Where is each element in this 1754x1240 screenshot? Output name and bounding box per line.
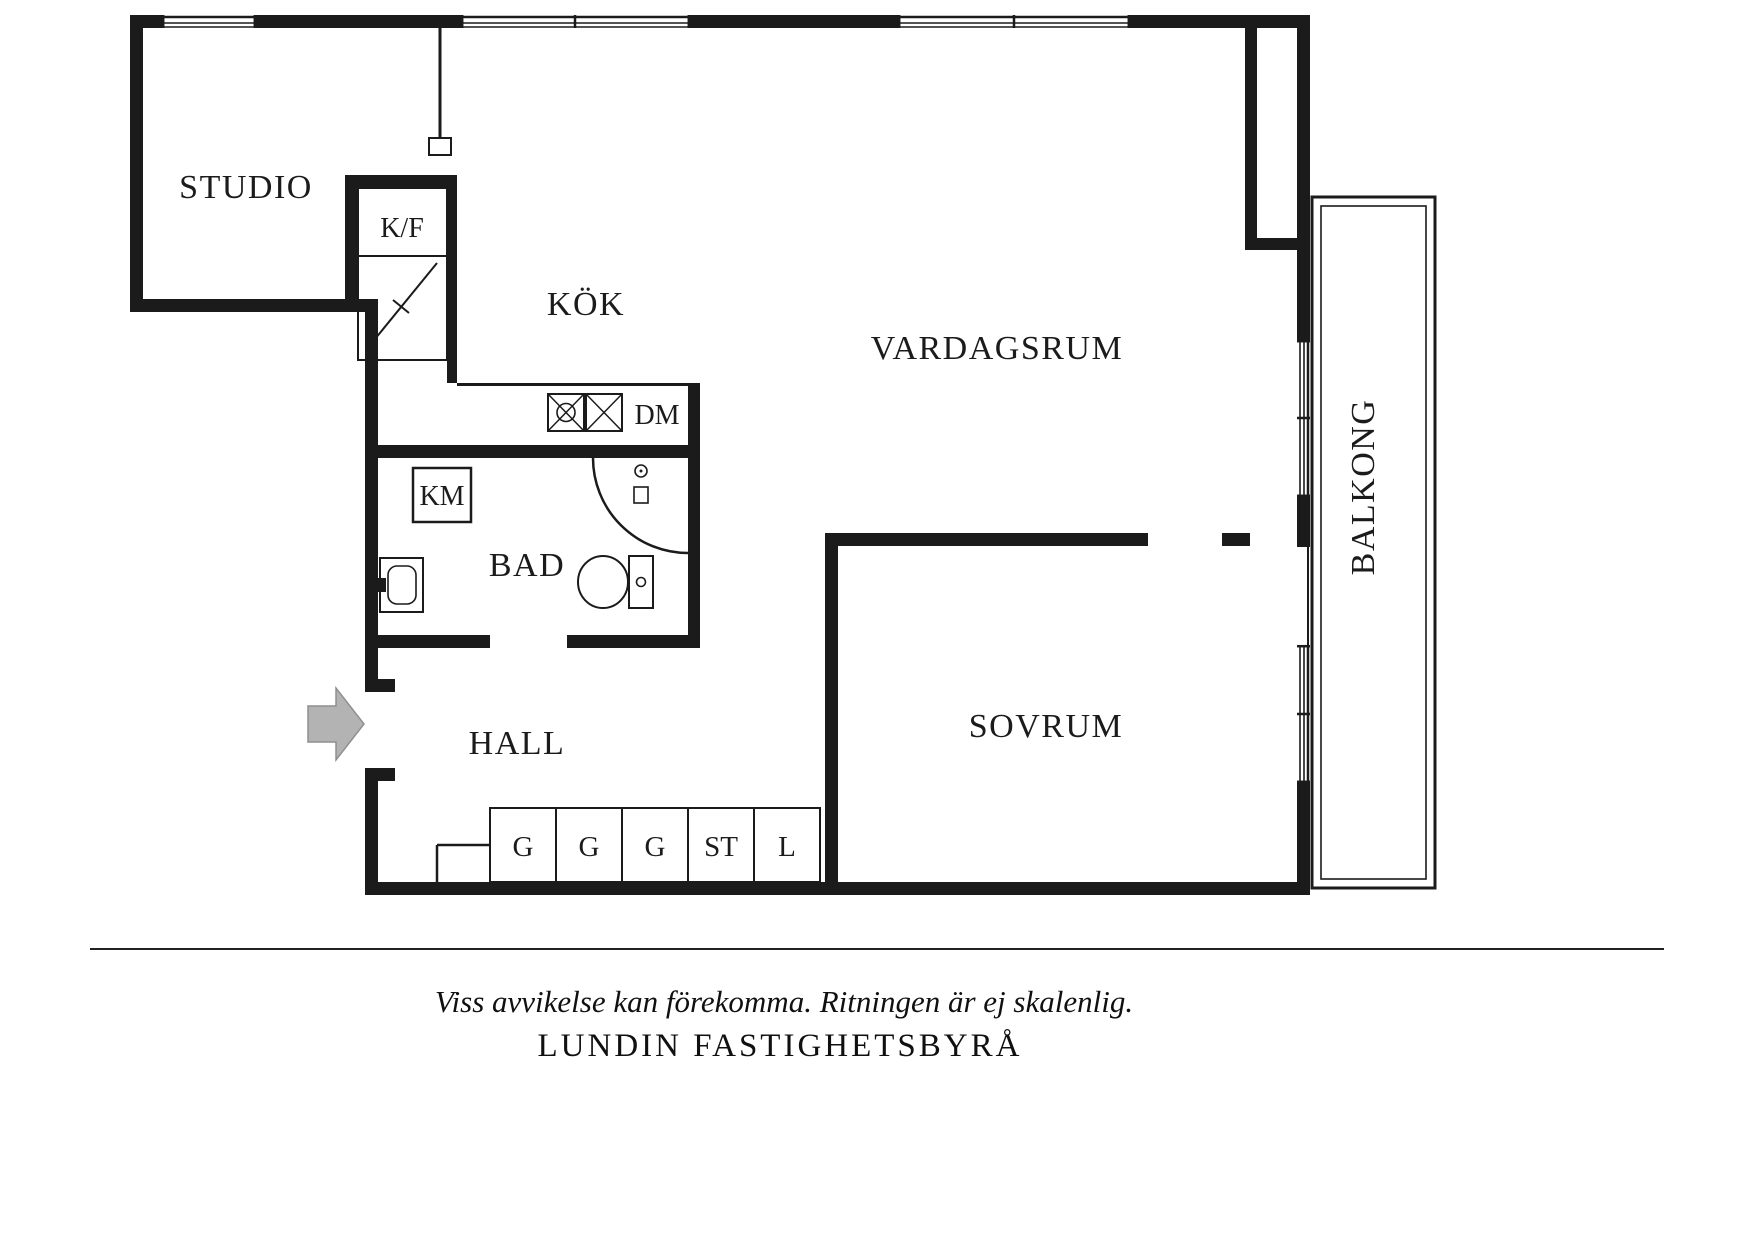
divider-pillar: [428, 137, 452, 156]
label-bathroom: BAD: [489, 547, 565, 584]
label-studio: STUDIO: [179, 169, 313, 206]
wall-sovrum-top: [825, 533, 1148, 546]
wall-right-mid: [1297, 497, 1310, 547]
wall-bath-bottom-left: [378, 635, 490, 648]
window-livingroom-east: [1297, 339, 1310, 498]
toilet-tank: [628, 555, 654, 609]
pantry-tick: [392, 299, 410, 314]
bath-sink-basin: [387, 565, 417, 605]
footer-agency: LUNDIN FASTIGHETSBYRÅ: [538, 1027, 1023, 1064]
bathroom-fixtures: [378, 457, 689, 613]
label-fridge-freezer: K/F: [380, 213, 424, 244]
footer: Viss avvikelse kan förekomma. Ritningen …: [90, 948, 1664, 1064]
label-bedroom: SOVRUM: [969, 708, 1123, 745]
wall-left-studio: [130, 15, 143, 312]
sink-symbol: [547, 393, 585, 432]
wall-left-main-lower: [365, 768, 378, 895]
dishwasher-symbol: [585, 393, 623, 432]
label-wardrobe-2: G: [579, 831, 600, 863]
wall-kf-top: [345, 175, 457, 188]
label-kitchen: KÖK: [547, 286, 625, 323]
label-wardrobe-4: ST: [704, 831, 738, 863]
outer-walls: [130, 15, 1310, 895]
shower-drain: [634, 464, 648, 478]
wall-bath-bottom-right: [567, 635, 700, 648]
entry-arrow: [307, 685, 365, 763]
partition-lines: [357, 28, 688, 882]
wall-jog-horizontal: [1245, 238, 1297, 250]
label-wardrobe-3: G: [645, 831, 666, 863]
entry-door-stub-top: [365, 679, 395, 692]
wardrobe-box-5: [753, 807, 821, 883]
wall-sovrum-left: [825, 533, 838, 895]
wardrobes: [489, 807, 821, 883]
toilet-bowl: [577, 555, 629, 609]
label-hall: HALL: [469, 725, 566, 762]
window-livingroom-top: [897, 15, 1131, 28]
pantry-cabinet-box: [357, 255, 448, 361]
wall-studio-bottom: [130, 299, 378, 312]
wall-top-c: [690, 15, 898, 28]
window-kitchen: [460, 15, 691, 28]
shower-symbol: [591, 457, 689, 555]
wall-right-upper: [1297, 15, 1310, 340]
wall-sovrum-door-stub: [1222, 533, 1250, 546]
wall-right-lower: [1297, 783, 1310, 895]
wall-kf-left: [345, 188, 358, 299]
balcony: [1310, 195, 1437, 890]
balcony-inner-rail: [1320, 205, 1427, 880]
interior-walls: [345, 175, 1250, 895]
footer-disclaimer: Viss avvikelse kan förekomma. Ritningen …: [435, 984, 1133, 1019]
wall-jog-vertical: [1245, 28, 1257, 250]
window-bedroom-east: [1297, 644, 1310, 784]
window-studio: [161, 15, 257, 28]
sink-bowl: [556, 402, 576, 423]
shower-mixer: [633, 486, 649, 504]
label-livingroom: VARDAGSRUM: [871, 330, 1123, 367]
label-washing-machine: KM: [419, 481, 464, 512]
label-balcony: BALKONG: [1345, 399, 1382, 576]
windows: [161, 15, 1310, 784]
label-wardrobe-5: L: [778, 831, 796, 863]
wall-bath-top: [378, 445, 688, 458]
wall-left-main-upper: [365, 299, 378, 692]
wall-kf-right: [447, 188, 457, 383]
washing-machine-box: [411, 466, 473, 524]
wall-kitchen-bath-right: [688, 383, 700, 648]
toilet-flush-knob: [635, 576, 647, 588]
wall-top-b: [256, 15, 461, 28]
room-labels: STUDIO K/F KÖK VARDAGSRUM DM KM BAD HALL…: [179, 169, 1382, 863]
kitchen-fixtures: [547, 393, 623, 432]
wall-top-d: [1130, 15, 1310, 28]
label-dishwasher: DM: [634, 400, 679, 431]
balcony-outer-rail: [1310, 195, 1437, 890]
label-wardrobe-1: G: [513, 831, 534, 863]
bath-sink-tap: [378, 578, 386, 592]
